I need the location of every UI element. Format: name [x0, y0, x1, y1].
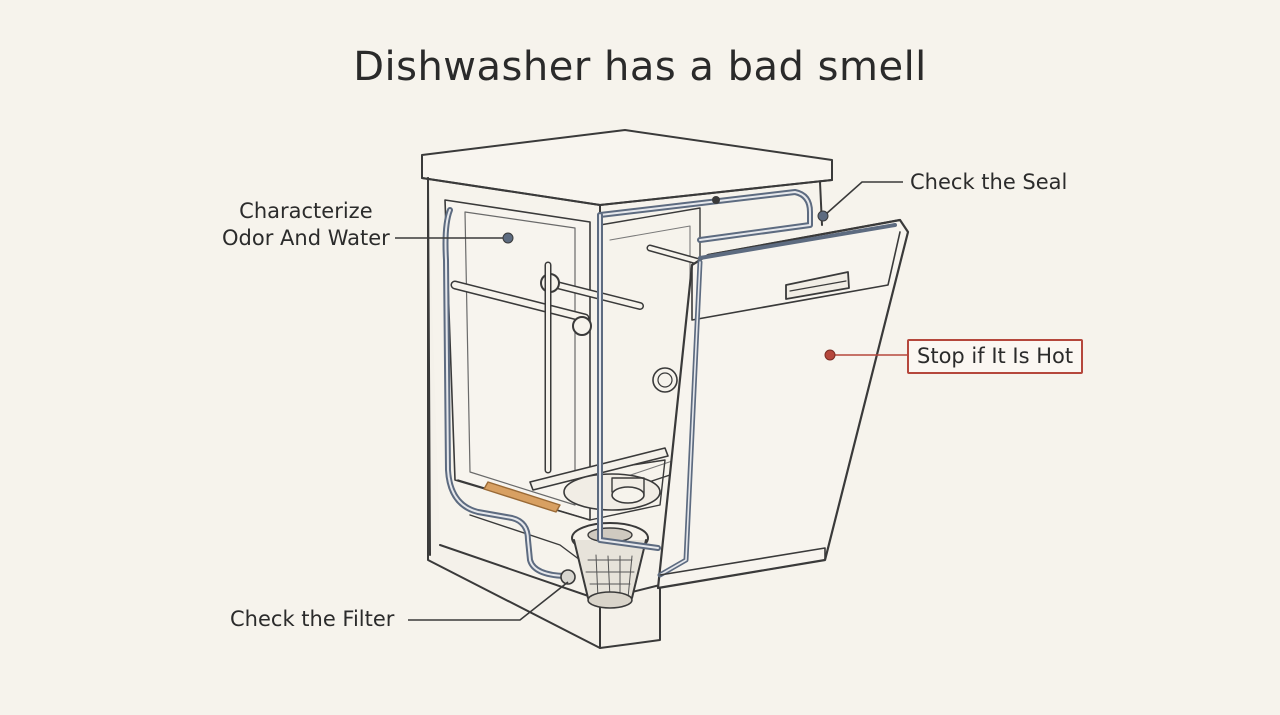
- residue-mark: [483, 481, 561, 513]
- callout-odor-line2: Odor And Water: [222, 226, 390, 250]
- diagram-title: Dishwasher has a bad smell: [353, 44, 927, 90]
- callout-hot-warning: Stop if It Is Hot: [907, 339, 1084, 374]
- callout-odor-line1: Characterize: [239, 199, 373, 223]
- callout-seal: Check the Seal: [910, 170, 1068, 194]
- odor-marker: [502, 232, 514, 244]
- back-port: [652, 367, 678, 393]
- filter-leader-line: [408, 581, 569, 621]
- hot-marker: [824, 349, 836, 361]
- dishwasher-door: [656, 218, 910, 590]
- filter-basket: [571, 522, 649, 609]
- seal-marker: [817, 210, 829, 222]
- callout-filter: Check the Filter: [230, 607, 395, 631]
- callout-leaders: [395, 181, 908, 621]
- seal-leader-line: [825, 181, 903, 215]
- callout-odor: Characterize Odor And Water: [222, 198, 390, 252]
